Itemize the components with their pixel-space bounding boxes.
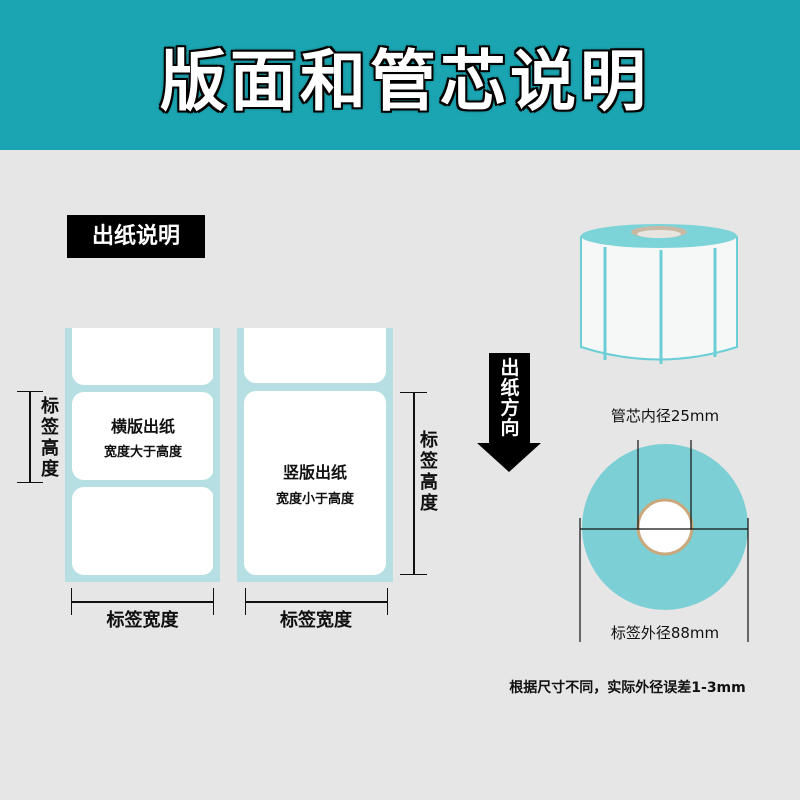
width-dimension-line: [245, 601, 387, 603]
strip-edge: [237, 328, 244, 582]
strip-edge: [213, 328, 220, 582]
outer-diameter-label: 标签外径88mm: [610, 624, 720, 642]
dimension-tick: [387, 588, 388, 615]
dimension-tick: [17, 391, 43, 392]
label-roll-image: [580, 224, 738, 364]
label-piece-highlighted: [72, 392, 214, 480]
width-dimension-line: [72, 601, 213, 603]
feed-direction-arrow-icon: [477, 353, 541, 472]
height-dimension-line: [29, 391, 31, 482]
horizontal-height-label: 标签高度: [41, 396, 59, 480]
section-tag: 出纸说明: [67, 215, 205, 258]
horizontal-subtitle: 宽度大于高度: [103, 445, 182, 460]
header-banner: [0, 0, 800, 150]
dimension-tick: [17, 482, 43, 483]
dimension-tick: [400, 574, 427, 575]
label-piece: [72, 318, 214, 385]
dimension-tick: [245, 588, 246, 615]
strip-edge: [65, 328, 72, 582]
dimension-tick: [400, 392, 427, 393]
background: [60, 300, 400, 328]
label-piece: [72, 487, 214, 575]
horizontal-title: 横版出纸: [110, 417, 175, 436]
vertical-title: 竖版出纸: [282, 463, 347, 482]
horizontal-width-label: 标签宽度: [106, 610, 179, 631]
dimension-tick: [213, 588, 214, 615]
dimension-tick: [71, 588, 72, 615]
label-piece: [244, 318, 386, 383]
page-title: 版面和管芯说明: [159, 42, 650, 122]
roll-cross-section-diagram: [579, 440, 749, 642]
vertical-width-label: 标签宽度: [280, 610, 352, 631]
core-circle: [636, 498, 694, 556]
feed-direction-label: 出纸方向: [500, 357, 520, 439]
core-diameter-label: 管芯内径25mm: [610, 407, 720, 425]
strip-edge: [386, 328, 393, 582]
label-piece-highlighted: [244, 391, 386, 575]
vertical-subtitle: 宽度小于高度: [275, 492, 354, 507]
vertical-height-label: 标签高度: [420, 430, 438, 514]
tolerance-note: 根据尺寸不同，实际外径误差1-3mm: [509, 680, 746, 696]
height-dimension-line: [413, 392, 415, 574]
